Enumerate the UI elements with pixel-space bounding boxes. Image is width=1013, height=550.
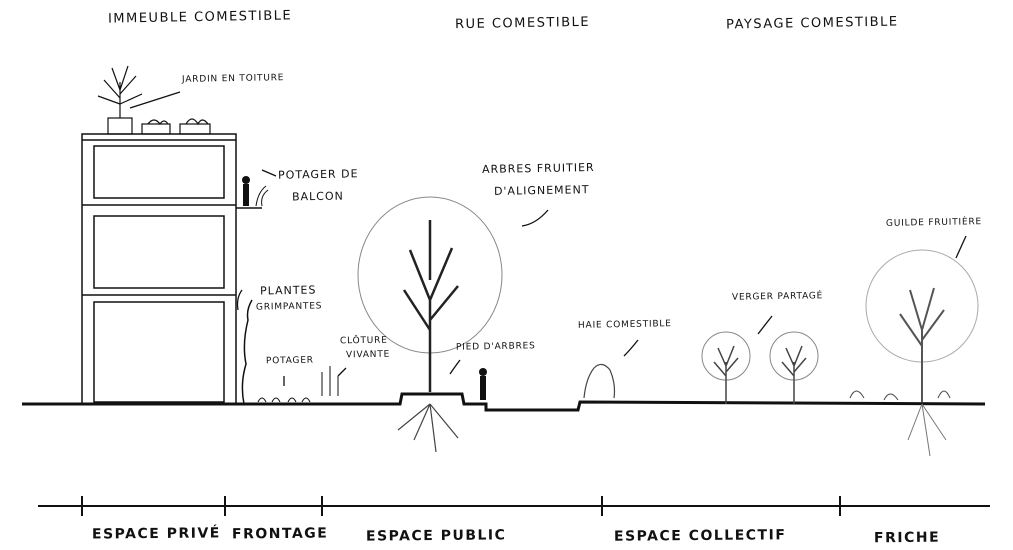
label-potager-balcon-1: Potager de xyxy=(277,167,359,182)
orchard-tree-1 xyxy=(701,331,751,405)
label-guilde: Guilde fruitière xyxy=(885,217,983,229)
orchard-tree-2 xyxy=(769,331,819,405)
zone-title-paysage: Paysage comestible xyxy=(725,14,899,33)
street-tree xyxy=(357,196,503,453)
label-potager-balcon-2: balcon xyxy=(291,189,344,204)
label-haie: Haie comestible xyxy=(577,319,672,331)
label-pied-arbres: Pied d'arbres xyxy=(455,341,536,353)
band-espace-public: Espace public xyxy=(365,527,507,545)
label-plantes-2: grimpantes xyxy=(255,301,323,313)
ground-line xyxy=(22,392,986,412)
label-cloture-2: vivante xyxy=(345,349,391,361)
fruit-guild-tree xyxy=(849,249,979,457)
label-arbres-fruitier-2: d'alignement xyxy=(493,183,590,198)
balcony-person xyxy=(242,176,250,206)
label-jardin-toiture: Jardin en toiture xyxy=(181,73,285,85)
zone-title-rue: Rue comestible xyxy=(454,14,591,33)
label-cloture-1: Clôture xyxy=(339,335,388,347)
band-frontage: Frontage xyxy=(231,525,329,543)
edible-hedge xyxy=(583,363,616,399)
balcony-plant xyxy=(255,185,269,207)
roof-garden xyxy=(97,65,211,135)
zone-title-immeuble: Immeuble comestible xyxy=(107,8,293,27)
pedestrian xyxy=(479,368,487,400)
label-potager: Potager xyxy=(265,355,314,367)
label-verger: Verger partagé xyxy=(731,291,824,303)
band-espace-collectif: Espace collectif xyxy=(613,527,787,545)
label-plantes-1: Plantes xyxy=(259,283,317,298)
zone-timeline xyxy=(38,496,990,516)
band-friche: Friche xyxy=(873,529,941,547)
potager-plants xyxy=(257,366,339,403)
label-arbres-fruitier-1: Arbres fruitier xyxy=(481,161,595,176)
band-espace-prive: Espace privé xyxy=(91,525,221,543)
building xyxy=(81,133,262,405)
climbing-plant xyxy=(241,299,253,405)
pointer-arrows xyxy=(129,91,967,386)
